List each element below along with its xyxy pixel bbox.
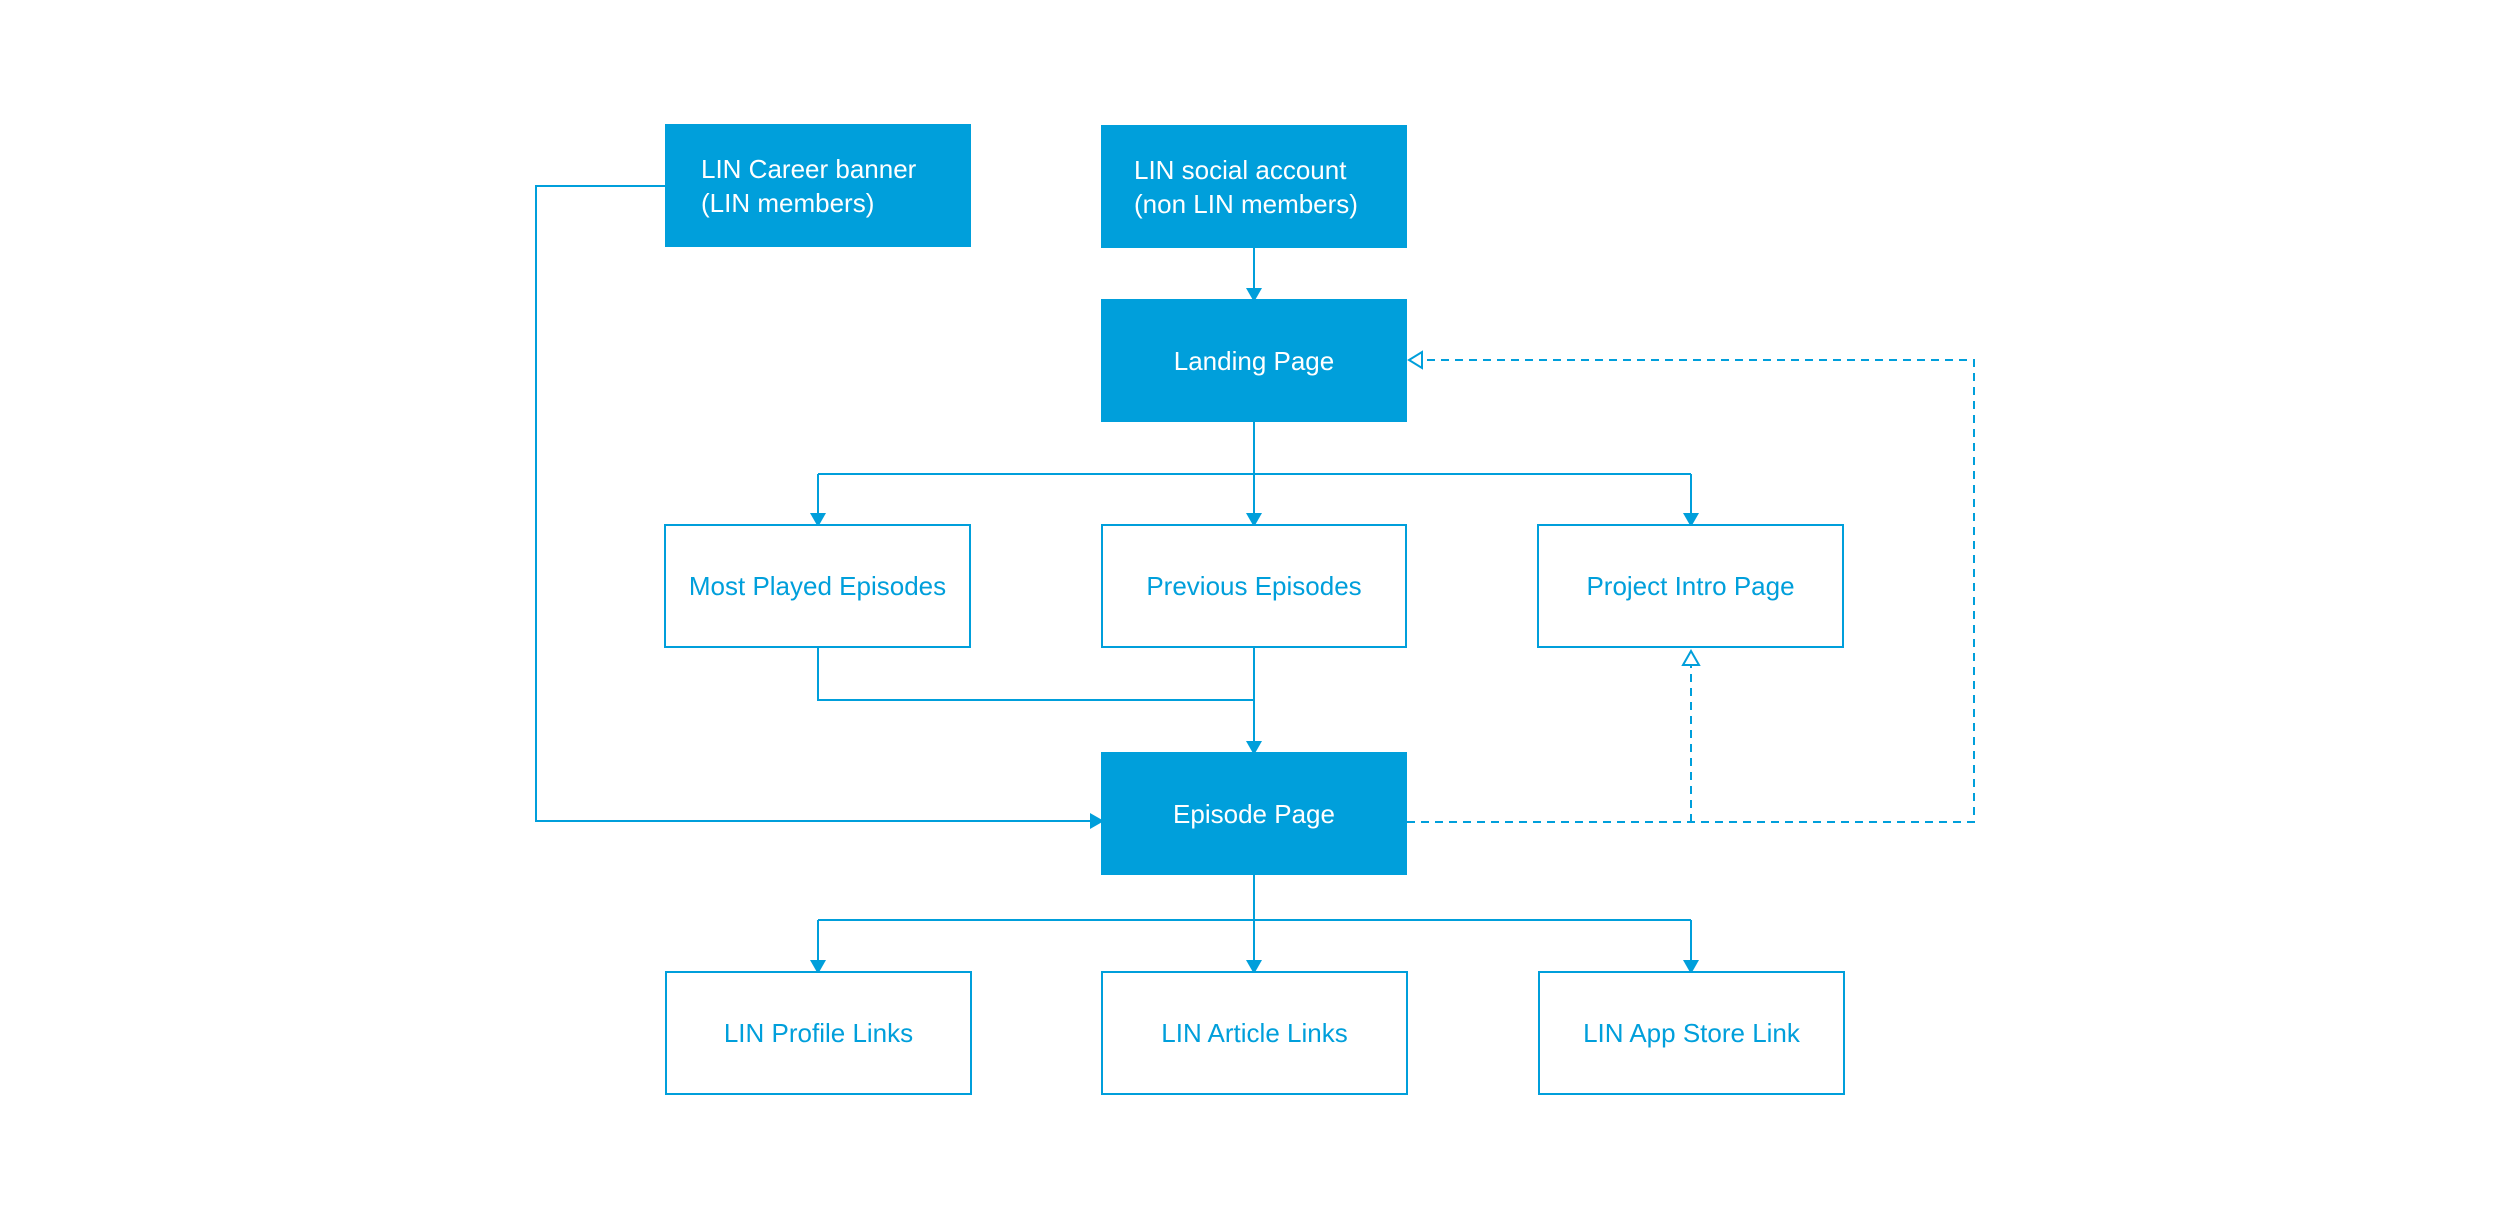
node-social-account-label: LIN social account (non LIN members) [1134, 153, 1358, 221]
node-profile-links-label: LIN Profile Links [723, 1018, 914, 1048]
arrowhead-landing-to-previous [1246, 513, 1262, 527]
node-most-played-episodes-label: Most Played Episodes [688, 571, 947, 601]
arrowhead-to-episode-top [1246, 741, 1262, 755]
arrowhead-episode-to-appstore [1683, 960, 1699, 974]
arrowhead-dashed-to-intro [1681, 648, 1701, 666]
node-profile-links: LIN Profile Links [665, 971, 972, 1095]
arrowhead-episode-to-article [1246, 960, 1262, 974]
arrowhead-landing-to-intro [1683, 513, 1699, 527]
node-app-store-link-label: LIN App Store Link [1583, 1018, 1800, 1048]
arrowhead-career-to-episode [1090, 813, 1104, 829]
node-landing-page-label: Landing Page [1173, 345, 1335, 376]
node-project-intro-page-label: Project Intro Page [1586, 571, 1795, 601]
node-previous-episodes-label: Previous Episodes [1146, 571, 1362, 601]
arrowhead-dashed-to-landing [1407, 350, 1423, 370]
arrowhead-episode-to-profile [810, 960, 826, 974]
arrowhead-social-to-landing [1246, 288, 1262, 302]
node-previous-episodes: Previous Episodes [1101, 524, 1407, 648]
node-landing-page: Landing Page [1101, 299, 1407, 422]
node-social-account-line2: (non LIN members) [1134, 188, 1358, 219]
node-article-links: LIN Article Links [1101, 971, 1408, 1095]
node-episode-page-label: Episode Page [1173, 798, 1335, 829]
node-project-intro-page: Project Intro Page [1537, 524, 1844, 648]
node-social-account-line1: LIN social account [1134, 154, 1347, 185]
arrowhead-landing-to-most [810, 513, 826, 527]
node-social-account: LIN social account (non LIN members) [1101, 125, 1407, 248]
node-career-banner: LIN Career banner (LIN members) [665, 124, 971, 247]
edge-career-to-episode [535, 185, 1091, 822]
node-most-played-episodes: Most Played Episodes [664, 524, 971, 648]
edge-most-to-episode [817, 648, 1254, 701]
node-app-store-link: LIN App Store Link [1538, 971, 1845, 1095]
node-career-banner-label: LIN Career banner (LIN members) [701, 152, 916, 220]
node-article-links-label: LIN Article Links [1161, 1018, 1348, 1048]
node-episode-page: Episode Page [1101, 752, 1407, 875]
node-career-banner-line2: (LIN members) [701, 187, 875, 218]
node-career-banner-line1: LIN Career banner [701, 153, 917, 184]
